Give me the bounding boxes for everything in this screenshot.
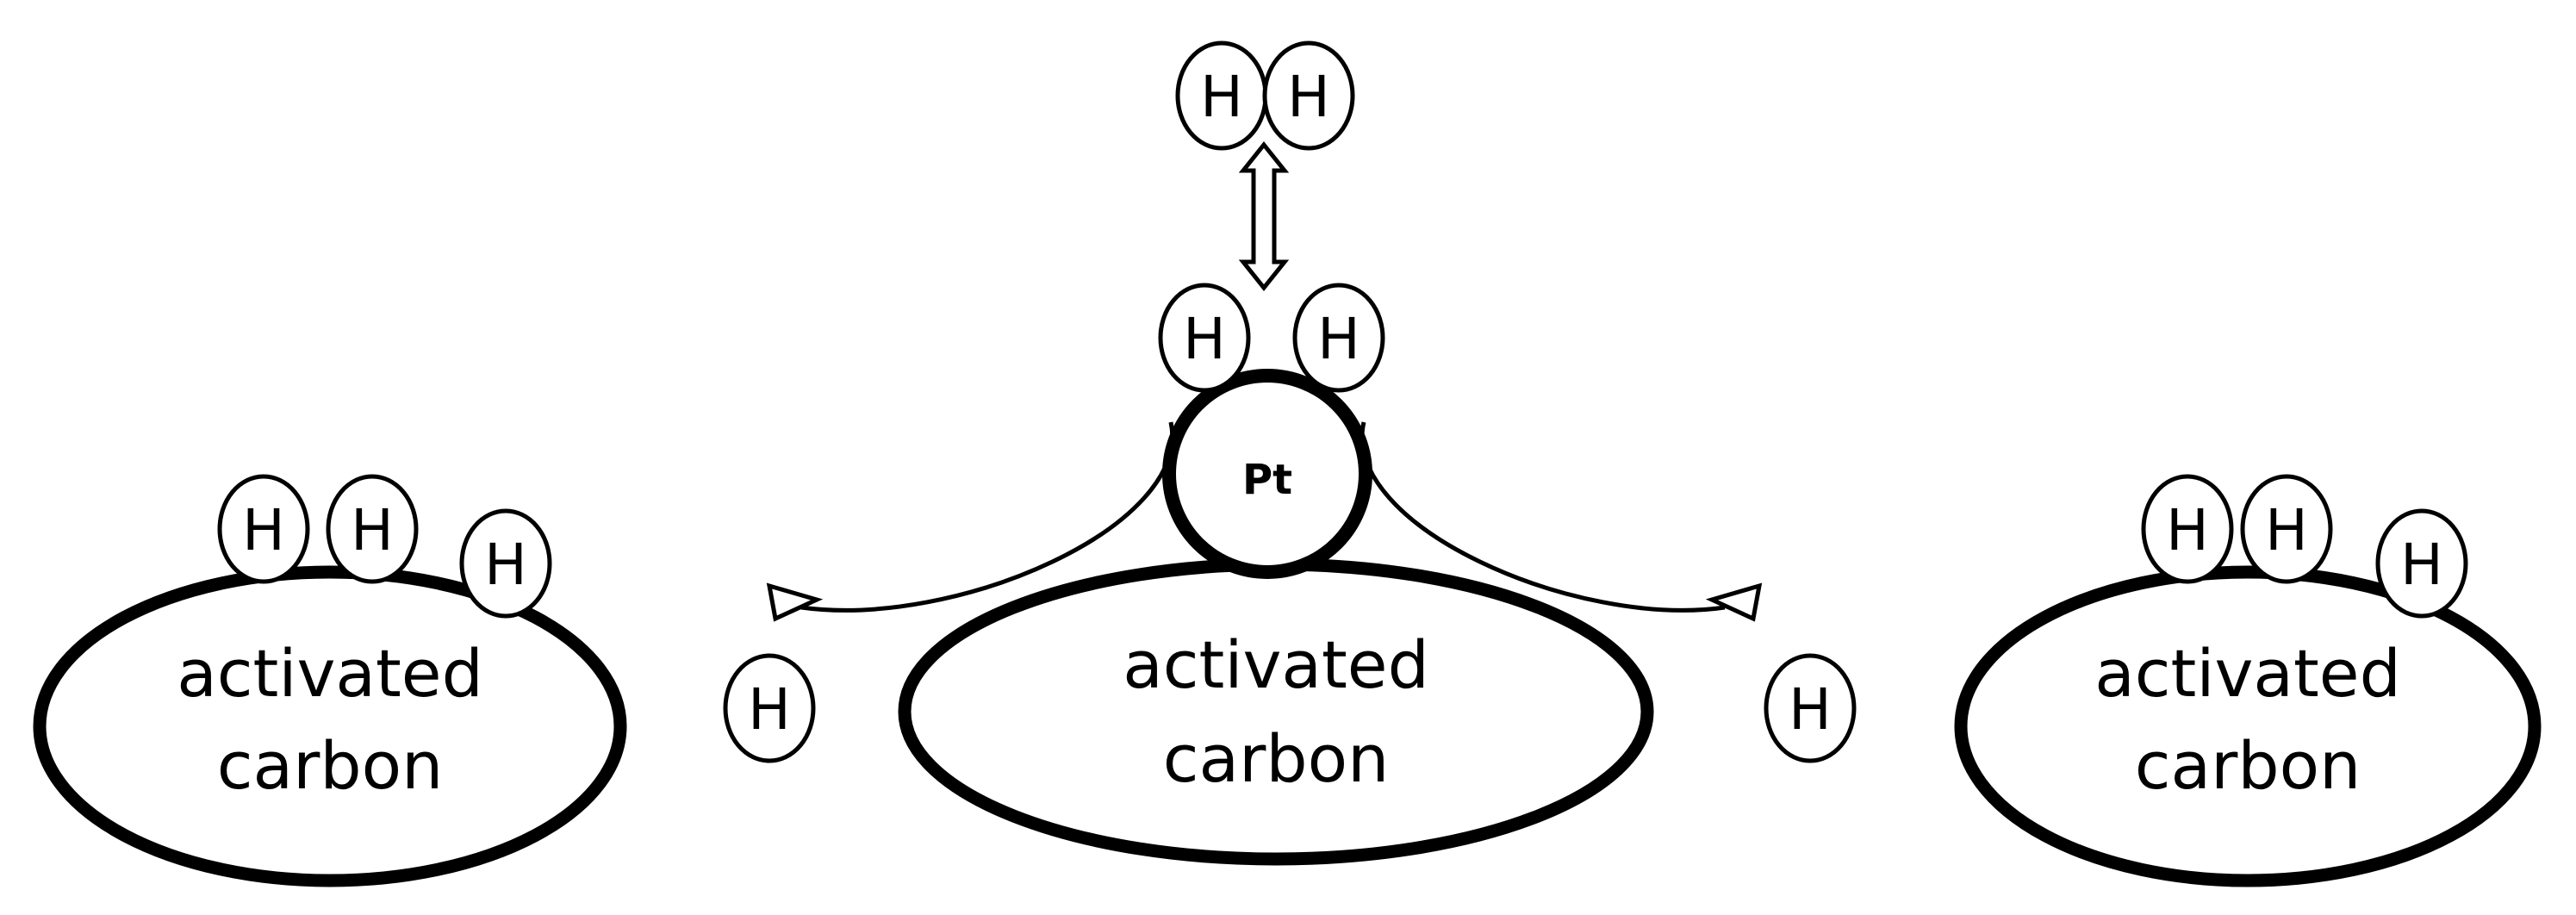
carbon-center-ellipse — [898, 557, 1654, 866]
h-atom-left-1: H — [217, 474, 310, 584]
svg-text:H: H — [1183, 306, 1226, 372]
svg-text:H: H — [242, 497, 285, 563]
carbon-center-label-line1: activated — [1123, 626, 1429, 703]
h-atom-left-3: H — [459, 508, 552, 619]
pt-label: Pt — [1242, 456, 1292, 504]
svg-text:H: H — [1200, 64, 1243, 130]
equilibrium-double-arrow — [1238, 140, 1290, 292]
svg-text:H: H — [2265, 497, 2308, 563]
pt-particle: Pt — [1162, 369, 1372, 579]
svg-text:H: H — [748, 676, 791, 743]
carbon-right: activated carbon — [1954, 565, 2542, 887]
carbon-left: activated carbon — [33, 565, 627, 887]
svg-text:H: H — [2166, 497, 2209, 563]
h-atom-right-2: H — [2240, 474, 2333, 584]
carbon-left-ellipse — [33, 565, 627, 887]
h-atom-spilled-left: H — [723, 653, 816, 763]
svg-text:H: H — [484, 532, 527, 598]
h-atom-dissociated-right: H — [1292, 283, 1385, 393]
svg-text:H: H — [1317, 306, 1360, 372]
spillover-arrowhead-left — [766, 582, 824, 622]
h-atom-right-3: H — [2375, 508, 2468, 619]
carbon-center: activated carbon — [898, 557, 1654, 866]
pt-circle — [1162, 369, 1372, 579]
svg-text:H: H — [351, 497, 394, 563]
carbon-right-ellipse — [1954, 565, 2542, 887]
carbon-center-label-line2: carbon — [1163, 720, 1390, 797]
h-atom-right-1: H — [2141, 474, 2234, 584]
svg-text:H: H — [1789, 676, 1832, 743]
svg-text:H: H — [2400, 532, 2443, 598]
h2-atom-left: H — [1175, 40, 1268, 151]
carbon-right-label-line2: carbon — [2135, 727, 2361, 804]
h-atom-dissociated-left: H — [1158, 283, 1251, 393]
h-atom-left-2: H — [326, 474, 419, 584]
carbon-right-label-line1: activated — [2094, 635, 2401, 712]
h-atom-spilled-right: H — [1764, 653, 1857, 763]
h2-molecule: H H — [1175, 40, 1355, 151]
svg-text:H: H — [1287, 64, 1330, 130]
h2-atom-right: H — [1262, 40, 1355, 151]
carbon-left-label-line1: activated — [177, 635, 483, 712]
carbon-left-label-line2: carbon — [217, 727, 444, 804]
spillover-arrowhead-right — [1705, 582, 1763, 622]
